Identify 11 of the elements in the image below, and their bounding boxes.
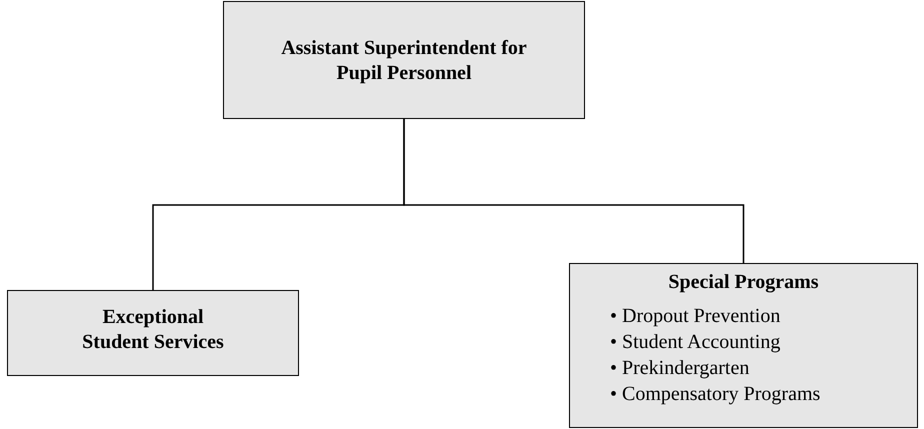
org-box bbox=[223, 1, 585, 119]
bullet-item: • Prekindergarten bbox=[610, 356, 750, 381]
box-title: Exceptional Student Services bbox=[81, 305, 225, 355]
bullet-item: • Compensatory Programs bbox=[610, 382, 822, 407]
connector-line bbox=[403, 119, 744, 263]
org-box bbox=[7, 290, 299, 376]
bullet-item: • Dropout Prevention bbox=[610, 304, 782, 329]
box-title: Assistant Superintendent for Pupil Personnel bbox=[280, 36, 528, 86]
org-box bbox=[569, 263, 918, 428]
bullet-item: • Student Accounting bbox=[610, 330, 782, 355]
box-title: Special Programs bbox=[667, 270, 820, 295]
